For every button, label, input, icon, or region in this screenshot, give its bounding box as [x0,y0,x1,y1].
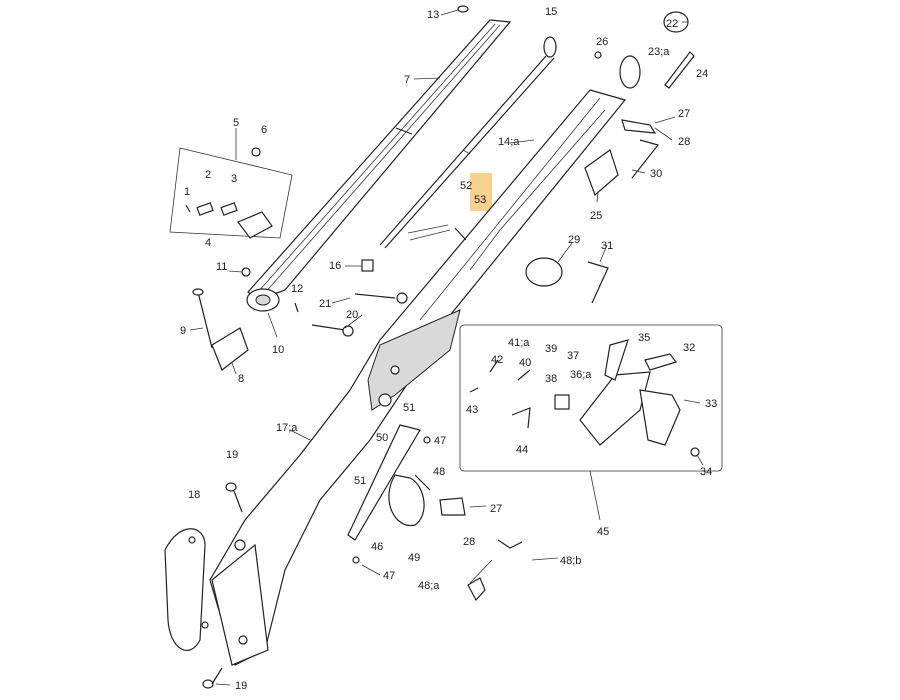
label-47-bottom: 47 [383,570,395,582]
label-39: 39 [545,343,557,355]
label-45: 45 [597,526,609,538]
label-41a: 41;a [508,337,530,349]
label-17a: 17;a [276,422,298,434]
label-47-top: 47 [434,435,446,447]
label-51-top: 51 [403,402,415,414]
trigger-guard-parts [347,424,523,602]
label-46: 46 [371,541,383,553]
label-44: 44 [516,444,528,456]
label-21: 21 [319,298,331,310]
label-42: 42 [491,354,503,366]
lock-box-45 [459,324,723,521]
label-32: 32 [683,342,695,354]
label-6: 6 [261,124,267,136]
label-48a: 48;a [418,580,440,592]
label-3: 3 [231,173,237,185]
ramrod [379,36,557,249]
label-25: 25 [590,210,602,222]
label-15: 15 [545,6,557,18]
label-14a: 14;a [498,136,520,148]
label-16: 16 [329,260,341,272]
label-30: 30 [650,168,662,180]
label-9: 9 [180,325,186,337]
part-labels: 1 2 3 4 5 6 7 8 9 10 11 12 13 14;a 15 16… [180,6,717,692]
label-48b: 48;b [560,555,581,567]
label-37: 37 [567,350,579,362]
small-parts [192,5,469,371]
barrel [246,19,512,312]
label-10: 10 [272,344,284,356]
label-31: 31 [601,240,613,252]
label-38: 38 [545,373,557,385]
label-7: 7 [404,74,410,86]
label-5: 5 [233,117,239,129]
label-24: 24 [696,68,708,80]
label-40: 40 [519,357,531,369]
label-19-bottom: 19 [235,680,247,692]
butt-plate-and-screws [164,482,243,689]
label-53: 53 [474,194,486,206]
label-13: 13 [427,9,439,21]
label-26: 26 [596,36,608,48]
label-22: 22 [666,18,678,30]
label-34: 34 [700,466,712,478]
label-18: 18 [188,489,200,501]
label-28-bottom: 28 [463,536,475,548]
label-4: 4 [205,237,211,249]
parts-22-31 [525,11,695,304]
label-33: 33 [705,398,717,410]
label-28-top: 28 [678,136,690,148]
label-35: 35 [638,332,650,344]
label-27-bottom: 27 [490,503,502,515]
label-2: 2 [205,169,211,181]
label-1: 1 [184,186,190,198]
highlight-part-53 [470,173,492,211]
label-52: 52 [460,180,472,192]
label-27-top: 27 [678,108,690,120]
label-20: 20 [346,309,358,321]
label-43: 43 [466,404,478,416]
label-51-bottom: 51 [354,475,366,487]
label-23a: 23;a [648,46,670,58]
leader-lines [189,9,704,686]
label-48: 48 [433,466,445,478]
label-50: 50 [376,432,388,444]
label-8: 8 [238,373,244,385]
label-12: 12 [291,283,303,295]
label-19-top: 19 [226,449,238,461]
stock [209,89,627,666]
label-49: 49 [408,552,420,564]
label-11: 11 [216,261,227,273]
group-5-bracket [169,128,293,239]
label-29: 29 [568,234,580,246]
label-36a: 36;a [570,369,592,381]
